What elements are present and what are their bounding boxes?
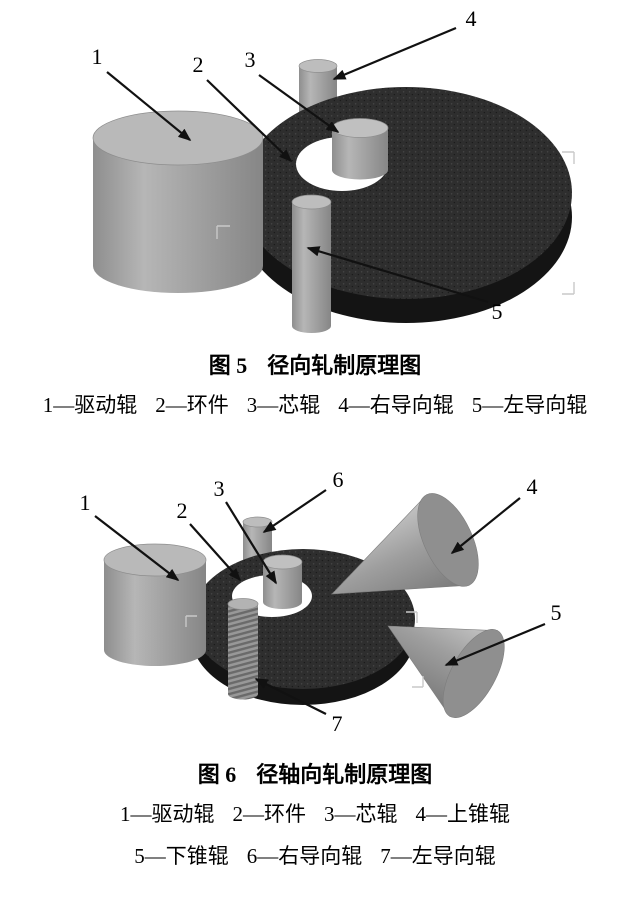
pointer-5: 5 [444, 600, 562, 667]
right-guide-roll-top [242, 516, 273, 528]
pointer-label-3: 3 [245, 47, 256, 72]
pointer-2: 2 [177, 498, 242, 582]
left-guide-roll [291, 194, 332, 333]
core-roll [262, 554, 303, 609]
drive-roll-body [93, 138, 263, 293]
legend-item-7: 7—左导向辊 [380, 844, 496, 868]
pointer-line-4 [450, 497, 521, 554]
pointer-line-5 [444, 622, 546, 667]
figure5-number: 图 5 [208, 353, 248, 378]
figure-6: 1 2 3 6 4 5 7 [0, 454, 630, 871]
drive-roll-top [92, 110, 264, 166]
pointer-label-4: 4 [527, 474, 538, 499]
pointer-label-4: 4 [466, 6, 477, 31]
pointer-label-1: 1 [92, 44, 103, 69]
legend-item-5: 5—下锥辊 [134, 844, 229, 868]
left-guide-roll-body [228, 604, 258, 700]
pointer-line-1 [94, 515, 180, 581]
pointer-6: 6 [262, 467, 344, 533]
pointer-label-3: 3 [214, 476, 225, 501]
pointer-1: 1 [92, 44, 192, 141]
figure5-legend: 1—驱动辊 2—环件 3—芯辊 4—右导向辊 5—左导向辊 [0, 390, 630, 420]
figure6-legend-row1: 1—驱动辊 2—环件 3—芯辊 4—上锥辊 [0, 799, 630, 829]
pointer-line-3 [225, 501, 277, 585]
pointer-label-2: 2 [193, 52, 204, 77]
legend-item-1: 1—驱动辊 [42, 393, 138, 417]
registration-mark [216, 225, 230, 239]
registration-mark [412, 676, 424, 688]
pointer-label-7: 7 [332, 711, 343, 736]
pointer-label-5: 5 [551, 600, 562, 625]
pointer-label-6: 6 [333, 467, 344, 492]
pointer-line-5 [306, 246, 489, 304]
pointer-line-3 [258, 74, 340, 133]
core-roll-top [262, 554, 303, 570]
figure6-diagram: 1 2 3 6 4 5 7 [80, 467, 562, 736]
legend-item-1: 1—驱动辊 [120, 802, 215, 826]
pointer-line-4 [332, 26, 457, 81]
core-roll-top [331, 118, 389, 138]
pointer-5: 5 [306, 246, 503, 324]
registration-mark [562, 282, 575, 295]
left-guide-roll-top [227, 598, 259, 610]
figure5-diagram: 1 2 3 4 5 [92, 6, 575, 333]
pointer-4: 4 [450, 474, 538, 554]
legend-item-5: 5—左导向辊 [471, 393, 588, 417]
registration-mark [185, 615, 197, 627]
upper-cone-roll [331, 493, 479, 595]
pointer-label-5: 5 [492, 299, 503, 324]
figure6-title: 径轴向轧制原理图 [256, 762, 433, 787]
pointer-line-6 [262, 489, 327, 533]
legend-item-4: 4—右导向辊 [338, 393, 454, 417]
pointer-2: 2 [193, 52, 293, 163]
legend-item-6: 6—右导向辊 [246, 844, 363, 868]
left-guide-roll-body [292, 202, 331, 333]
pointer-3: 3 [245, 47, 340, 133]
pointer-line-2 [189, 523, 242, 582]
right-guide-roll-top [298, 59, 338, 73]
legend-item-4: 4—上锥辊 [415, 802, 511, 826]
left-guide-roll-top [291, 194, 332, 210]
lower-cone-roll [387, 625, 505, 718]
pointer-label-2: 2 [177, 498, 188, 523]
core-roll-body [332, 128, 388, 180]
drive-roll-body [104, 560, 206, 666]
figure6-number: 图 6 [197, 762, 237, 787]
legend-item-3: 3—芯辊 [246, 393, 321, 417]
drive-roll [92, 110, 264, 293]
legend-item-2: 2—环件 [232, 802, 307, 826]
pointer-1: 1 [80, 490, 180, 581]
figure6-legend-row2: 5—下锥辊 6—右导向辊 7—左导向辊 [0, 841, 630, 871]
registration-mark [562, 151, 575, 164]
figure5-title: 径向轧制原理图 [267, 353, 422, 378]
ring-top-surface [240, 87, 572, 299]
figure6-caption: 图 6 径轴向轧制原理图 [0, 760, 630, 790]
pointer-3: 3 [214, 476, 277, 585]
pointer-7: 7 [254, 678, 343, 736]
pointer-line-2 [206, 79, 293, 163]
core-roll [331, 118, 389, 180]
pointer-4: 4 [332, 6, 477, 81]
pointer-label-1: 1 [80, 490, 91, 515]
figure5-caption: 图 5 径向轧制原理图 [0, 351, 630, 381]
pointer-line-1 [106, 71, 192, 141]
pointer-line-7 [254, 678, 327, 715]
drive-roll-top [103, 543, 207, 577]
ring-workpiece [240, 87, 572, 323]
registration-mark [406, 611, 418, 623]
drive-roll [103, 543, 207, 666]
left-guide-roll [227, 598, 259, 700]
upper-cone-base [417, 493, 479, 587]
legend-item-2: 2—环件 [155, 393, 229, 417]
legend-item-3: 3—芯辊 [324, 802, 398, 826]
